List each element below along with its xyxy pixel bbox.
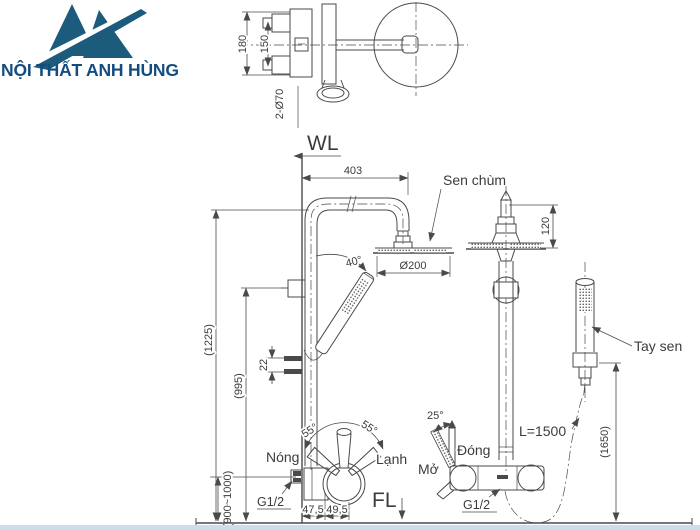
floor-line-marker: FL (195, 489, 693, 528)
dim-offset-right: 49,5 (326, 504, 347, 516)
dim-riser-height: (995) (231, 287, 288, 522)
logo-swoosh (33, 9, 147, 70)
top-view-holder-flange (316, 79, 350, 103)
riser-column-front (492, 261, 520, 460)
svg-text:150: 150 (259, 35, 271, 53)
top-view: 180 150 2-Ø70 (235, 2, 468, 128)
lever-right-position (347, 446, 382, 477)
dim-head-height: 120 (509, 204, 558, 249)
svg-text:403: 403 (344, 165, 362, 177)
hot-label: Nóng (266, 449, 299, 465)
top-view-shower-arm (336, 35, 419, 54)
dim-handle-sweep-right: 55° (359, 418, 379, 437)
dim-lever-angle: 25° (427, 410, 444, 422)
dim-offset-left: 47,5 (302, 504, 323, 516)
svg-text:(1650): (1650) (599, 426, 611, 458)
hand-shower-label: Tay sen (634, 338, 682, 354)
mixer-valve-side: 55° 55° Nóng Lạnh (264, 417, 409, 506)
hand-shower-detail: Tay sen (572, 262, 682, 402)
front-view: 120 25° Đ (416, 186, 621, 524)
hand-shower-callout: Tay sen (591, 326, 682, 354)
svg-text:(1225): (1225) (203, 324, 215, 356)
dim-top-port-spacing: 150 (257, 21, 273, 67)
top-view-shower-head (373, 2, 459, 88)
top-view-wall-plate (321, 3, 337, 85)
thread-left-callout: G1/2 (255, 480, 293, 511)
brand-logo: NỘI THẤT ANH HÙNG (1, 4, 179, 80)
side-view: WL Ø200 40 (201, 132, 506, 529)
shower-head-front (466, 189, 546, 262)
dim-overall-height: (1225) (201, 209, 309, 522)
dim-arm-reach: 403 (301, 163, 409, 195)
valve-lever-front: 25° Đóng Mở (416, 408, 492, 479)
thread-right-label: G1/2 (463, 498, 490, 512)
dim-port-gap: 22 (258, 359, 270, 371)
lever-left-position (306, 446, 341, 477)
mixer-valve-front (436, 464, 545, 500)
floor-line-label: FL (372, 489, 397, 512)
brand-name: NỘI THẤT ANH HÙNG (1, 59, 179, 80)
thread-right-callout: G1/2 (461, 488, 501, 514)
rain-shower-callout: Sen chùm (428, 172, 506, 242)
gooseneck-pipe (304, 195, 410, 470)
svg-text:2-Ø70: 2-Ø70 (274, 89, 286, 120)
thread-left-label: G1/2 (257, 495, 284, 509)
dim-head-diameter: Ø200 (376, 256, 451, 277)
cold-label: Lạnh (376, 451, 407, 467)
close-label: Đóng (457, 442, 490, 458)
dim-spray-angle: 40° (344, 254, 363, 270)
hand-shower-on-riser: 40° (303, 252, 375, 361)
rain-shower-label: Sen chùm (443, 172, 506, 188)
dim-escutcheons: 2-Ø70 (272, 86, 299, 128)
water-line-label: WL (307, 132, 339, 155)
dim-hose-length: L=1500 (517, 417, 580, 441)
dim-top-overall-height: 180 (235, 11, 290, 76)
shower-head-side (373, 230, 454, 254)
open-label: Mở (418, 461, 439, 477)
svg-text:(995): (995) (233, 373, 245, 399)
dim-hand-shower-height: (1650) (597, 362, 621, 522)
lever-center (336, 433, 352, 469)
dim-valve-offsets: 47,5 49,5 (301, 492, 349, 520)
water-line-marker: WL (293, 132, 341, 160)
svg-text:Ø200: Ø200 (400, 260, 427, 272)
shower-hose (504, 392, 585, 524)
svg-text:L=1500: L=1500 (519, 423, 566, 439)
svg-text:120: 120 (540, 217, 552, 235)
supply-ports: 22 (256, 346, 302, 384)
page-bottom-strip (0, 525, 700, 530)
dim-install-height: (900~1000) (210, 469, 296, 529)
svg-text:180: 180 (237, 35, 249, 53)
svg-text:(900~1000): (900~1000) (222, 471, 234, 528)
